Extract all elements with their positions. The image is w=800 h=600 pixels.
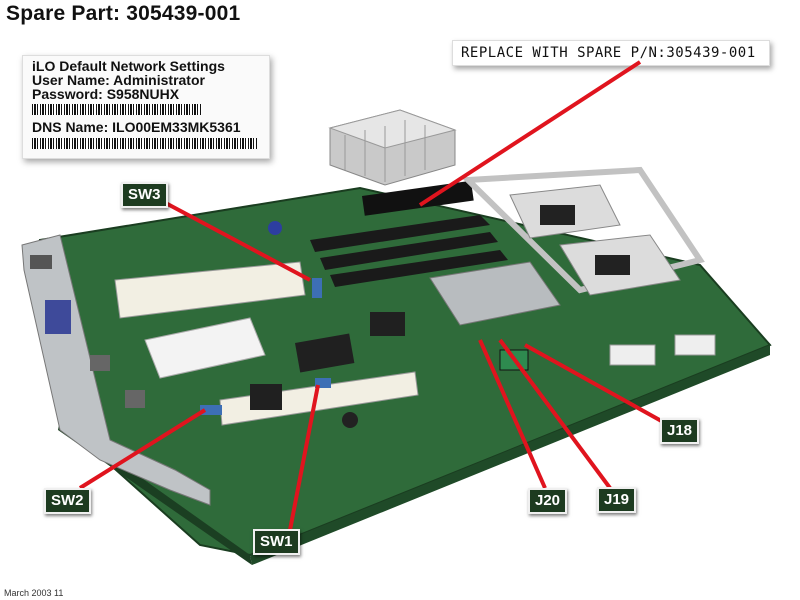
ilo-card-heading: iLO Default Network Settings [32, 58, 225, 74]
leader-line-replace [418, 60, 642, 207]
ilo-username: User Name: Administrator [32, 72, 205, 88]
motherboard-icon [21, 166, 772, 565]
leader-line-sw3 [159, 198, 311, 282]
ilo-password: Password: S958NUHX [32, 86, 180, 102]
leader-line-sw1 [288, 384, 320, 531]
callout-sw3: SW3 [121, 182, 168, 208]
barcode-icon [32, 104, 202, 115]
ilo-settings-card: iLO Default Network Settings User Name: … [22, 55, 270, 159]
ilo-dns-name: DNS Name: ILO00EM33MK5361 [32, 119, 241, 135]
heatsink-icon [328, 109, 457, 186]
callout-j18: J18 [660, 418, 700, 444]
callout-sw1: SW1 [253, 529, 300, 555]
callout-j19: J19 [597, 487, 637, 513]
leader-lines [78, 60, 666, 531]
replace-part-label: REPLACE WITH SPARE P/N:305439-001 [452, 40, 770, 66]
page-title: Spare Part: 305439-001 [6, 2, 241, 25]
leader-line-j20 [478, 339, 547, 489]
leader-line-j18 [524, 343, 666, 425]
barcode-icon [32, 138, 257, 149]
replace-part-text: REPLACE WITH SPARE P/N:305439-001 [461, 45, 756, 61]
leader-line-j19 [498, 338, 612, 490]
callout-sw2: SW2 [44, 488, 91, 514]
callout-j20: J20 [528, 488, 568, 514]
leader-line-sw2 [78, 408, 207, 490]
footnote: March 2003 11 [4, 588, 64, 598]
